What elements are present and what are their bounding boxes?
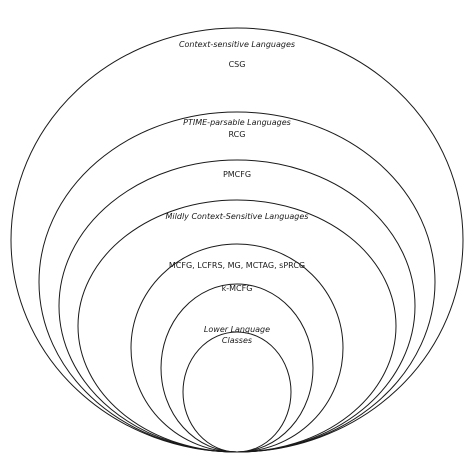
ptime-parsable-languages-ellipse [38,111,436,453]
ptime-parsable-languages-label: PTIME-parsable Languages [183,118,291,127]
context-sensitive-languages-label: Context-sensitive Languages [178,40,296,49]
lower-language-classes-label-line1: Lower Language [203,325,271,334]
pmcfg-label: PMCFG [222,170,252,179]
k-mcfg-label: k-MCFG [221,284,253,293]
csg-label: CSG [228,60,246,69]
rcg-label: RCG [228,130,246,139]
formalisms-label: MCFG, LCFRS, MG, MCTAG, sPRCG [168,261,306,270]
mildly-context-sensitive-languages-label: Mildly Context-Sensitive Languages [165,212,309,221]
k-mcfg-ellipse [160,283,314,453]
lower-language-classes-ellipse [182,331,292,453]
context-sensitive-languages-ellipse [10,27,464,453]
pmcfg-ellipse [58,159,416,453]
lower-language-classes-label-line2: Classes [221,336,253,345]
